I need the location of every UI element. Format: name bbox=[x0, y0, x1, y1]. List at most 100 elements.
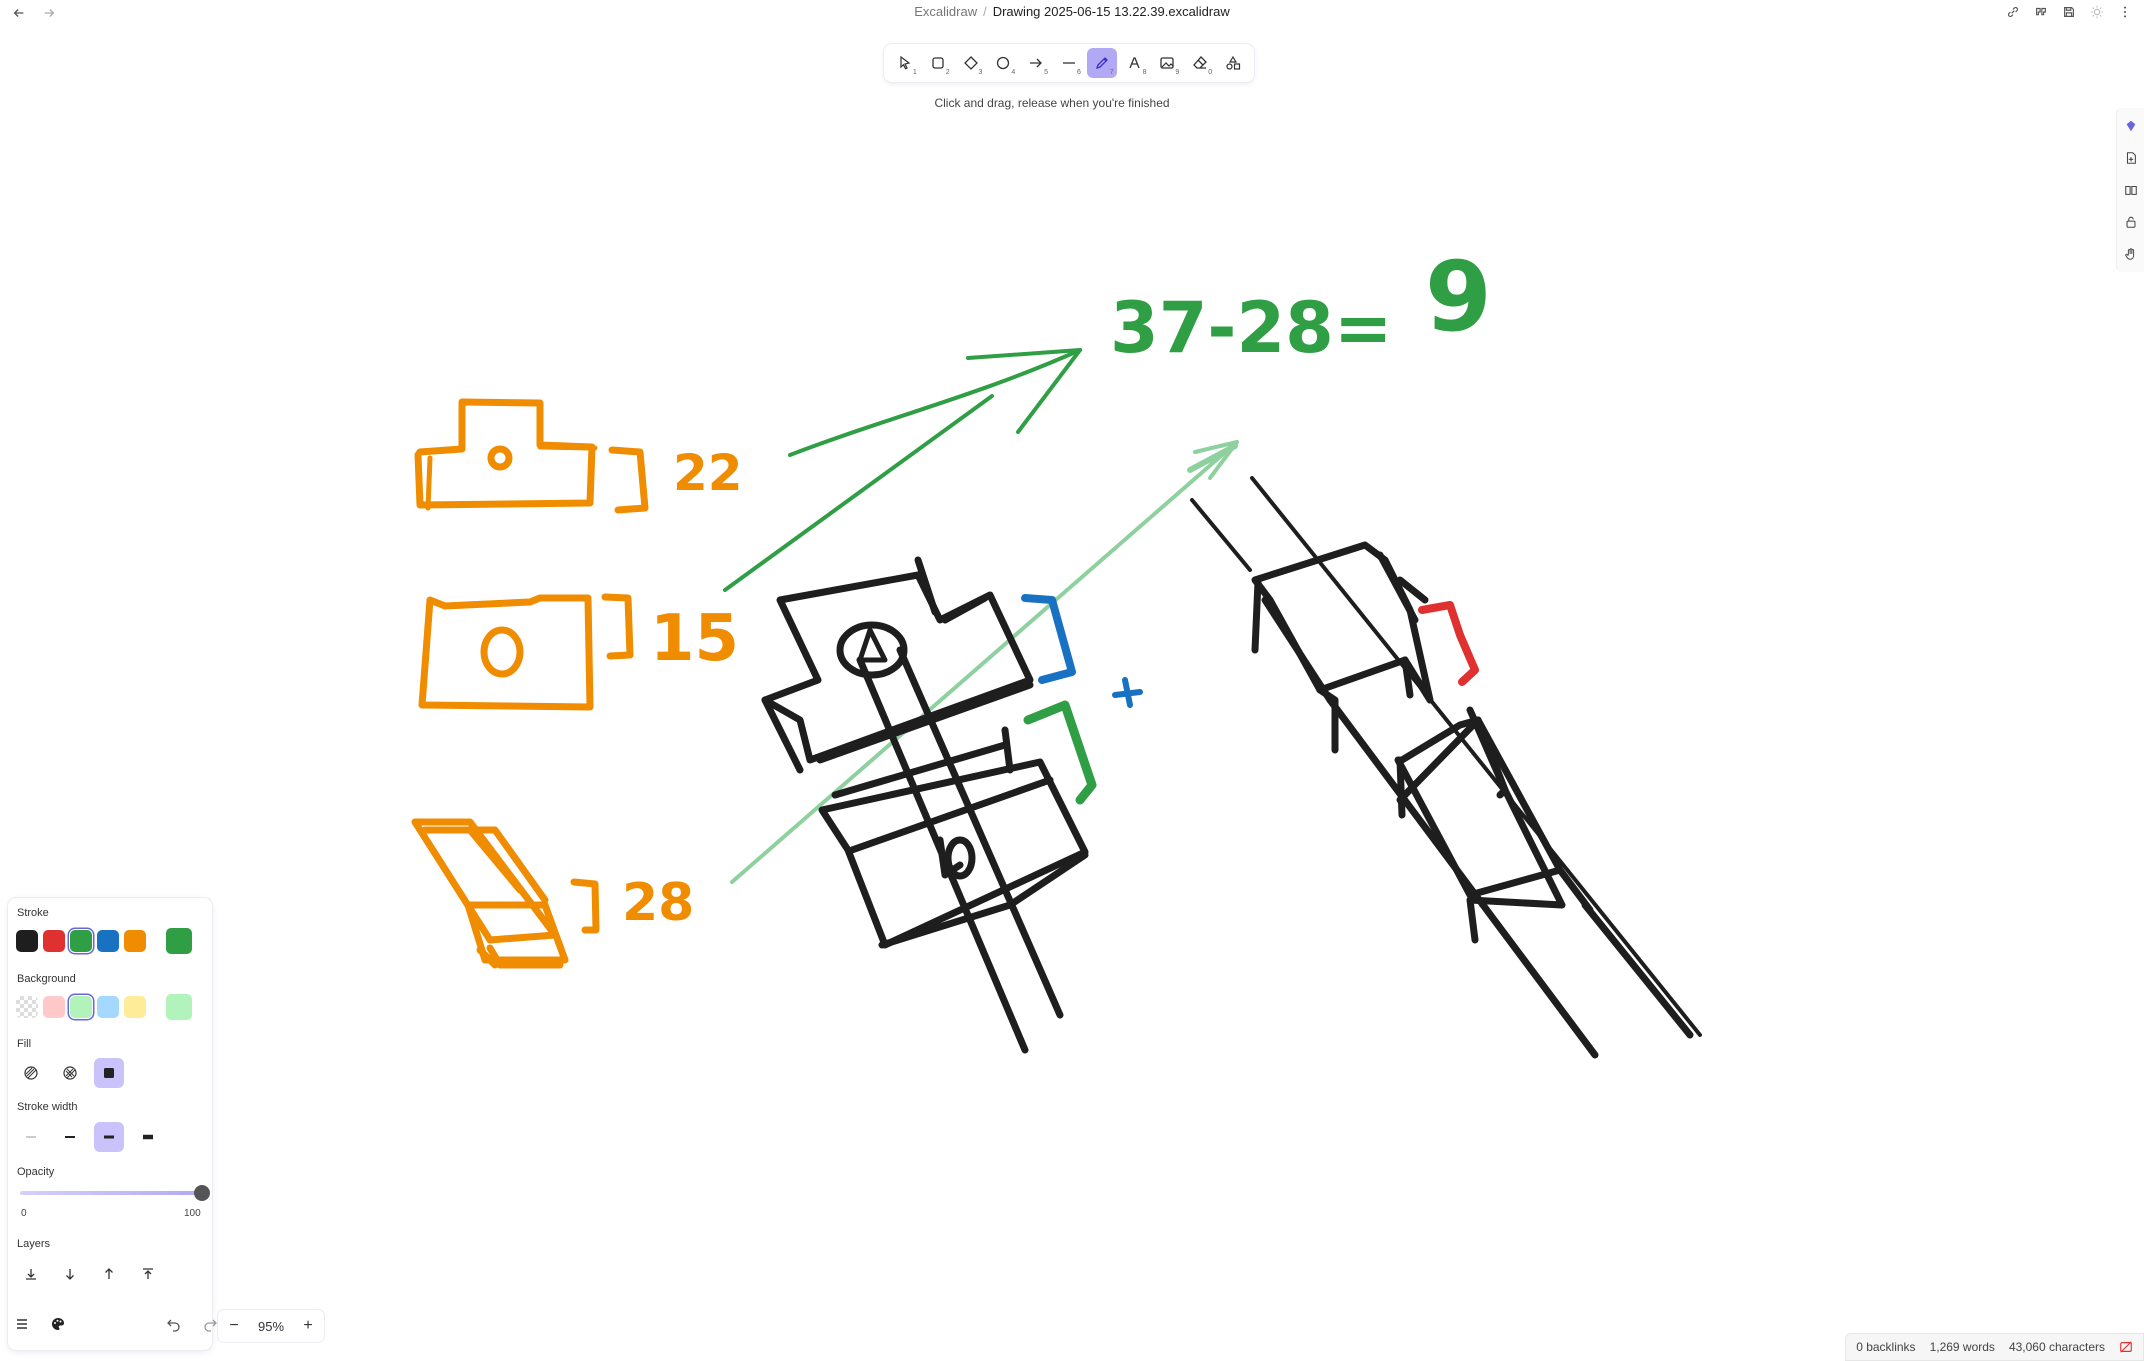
tool-shortcut: 5 bbox=[1044, 69, 1049, 76]
black-perspective-sketch-left bbox=[761, 556, 1089, 1054]
right-sidebar-rail bbox=[2116, 108, 2144, 272]
stroke-current-color[interactable] bbox=[166, 928, 192, 954]
save-button[interactable] bbox=[2060, 3, 2078, 21]
background-swatch-pink[interactable] bbox=[43, 996, 65, 1018]
quote-button[interactable] bbox=[2032, 3, 2050, 21]
save-icon bbox=[2064, 7, 2074, 17]
book-open-icon bbox=[2124, 185, 2137, 195]
new-file-button[interactable] bbox=[2121, 148, 2141, 168]
undo-icon bbox=[167, 1319, 180, 1332]
background-current-color[interactable] bbox=[166, 994, 192, 1020]
forward-button[interactable] bbox=[38, 2, 60, 24]
gem-icon bbox=[2126, 120, 2135, 132]
background-swatch-transparent[interactable] bbox=[16, 996, 38, 1018]
undo-button[interactable] bbox=[160, 1310, 188, 1338]
link-button[interactable] bbox=[2004, 3, 2022, 21]
stroke-width-label: Stroke width bbox=[17, 1101, 78, 1113]
background-swatches bbox=[16, 996, 146, 1018]
bring-forward-button[interactable] bbox=[94, 1259, 124, 1289]
opacity-min: 0 bbox=[21, 1208, 27, 1219]
stroke-swatch-black[interactable] bbox=[16, 930, 38, 952]
breadcrumb-filename[interactable]: Drawing 2025-06-15 13.22.39.excalidraw bbox=[992, 4, 1230, 19]
tool-shortcut: 1 bbox=[912, 69, 917, 76]
zoom-level[interactable]: 95% bbox=[257, 1318, 285, 1334]
tool-eraser[interactable]: 0 bbox=[1185, 48, 1215, 78]
style-panel-button[interactable] bbox=[44, 1310, 72, 1338]
opacity-slider[interactable] bbox=[20, 1185, 210, 1201]
link-icon bbox=[2008, 7, 2018, 17]
orange-slanted-block-28 bbox=[411, 818, 600, 969]
stroke-width-heavy-button[interactable] bbox=[133, 1122, 163, 1152]
fill-hachure-button[interactable] bbox=[16, 1058, 46, 1088]
diamond-icon bbox=[963, 56, 978, 70]
tool-text[interactable]: 8 bbox=[1120, 48, 1150, 78]
theme-toggle-button[interactable] bbox=[2088, 3, 2106, 21]
send-to-back-button[interactable] bbox=[16, 1259, 46, 1289]
reading-mode-button[interactable] bbox=[2121, 180, 2141, 200]
tool-selection[interactable]: 1 bbox=[890, 48, 920, 78]
send-backward-button[interactable] bbox=[55, 1259, 85, 1289]
quote-icon bbox=[2036, 7, 2046, 16]
opacity-slider-handle[interactable] bbox=[194, 1185, 210, 1201]
tool-shortcut: 6 bbox=[1076, 69, 1081, 76]
stroke-swatch-green[interactable] bbox=[70, 930, 92, 952]
main-menu-button[interactable] bbox=[8, 1310, 36, 1338]
stroke-swatch-blue[interactable] bbox=[97, 930, 119, 952]
file-plus-icon bbox=[2126, 152, 2136, 164]
lock-button[interactable] bbox=[2121, 212, 2141, 232]
stroke-width-bold-button[interactable] bbox=[55, 1122, 85, 1152]
background-swatch-yellow[interactable] bbox=[124, 996, 146, 1018]
green-answer: 9 bbox=[1425, 241, 1492, 353]
thin-line-icon bbox=[26, 1136, 36, 1138]
hand-tool-button[interactable] bbox=[2121, 244, 2141, 264]
background-swatch-light-blue[interactable] bbox=[97, 996, 119, 1018]
stroke-width-thin-button[interactable] bbox=[16, 1122, 46, 1152]
status-bar: 0 backlinks 1,269 words 43,060 character… bbox=[1845, 1333, 2144, 1361]
tool-image[interactable]: 9 bbox=[1153, 48, 1183, 78]
hand-icon bbox=[2124, 248, 2134, 260]
stroke-swatch-red[interactable] bbox=[43, 930, 65, 952]
stroke-swatch-orange[interactable] bbox=[124, 930, 146, 952]
breadcrumb-folder[interactable]: Excalidraw bbox=[914, 4, 978, 19]
zoom-out-button[interactable]: − bbox=[229, 1317, 239, 1334]
bring-to-front-button[interactable] bbox=[133, 1259, 163, 1289]
tool-shortcut: 9 bbox=[1175, 69, 1180, 76]
sync-off-icon[interactable] bbox=[2119, 1340, 2133, 1354]
extra-bold-line-icon bbox=[104, 1135, 114, 1139]
stroke-width-options bbox=[16, 1122, 163, 1152]
fill-cross-hatch-button[interactable] bbox=[55, 1058, 85, 1088]
redo-button[interactable] bbox=[196, 1310, 224, 1338]
fill-solid-button[interactable] bbox=[94, 1058, 124, 1088]
blue-plus bbox=[1112, 677, 1143, 708]
orange-label-22: 22 bbox=[673, 444, 743, 502]
document-title: Excalidraw/Drawing 2025-06-15 13.22.39.e… bbox=[0, 4, 2144, 19]
palette-icon bbox=[52, 1318, 65, 1330]
orange-label-15: 15 bbox=[650, 602, 739, 676]
green-bracket bbox=[1023, 700, 1097, 805]
zoom-in-button[interactable]: + bbox=[303, 1317, 313, 1334]
tool-more[interactable] bbox=[1218, 48, 1248, 78]
library-button[interactable] bbox=[2121, 116, 2141, 136]
tool-arrow[interactable]: 5 bbox=[1021, 48, 1051, 78]
black-perspective-sketch-right bbox=[1190, 476, 1702, 1059]
opacity-max: 100 bbox=[184, 1208, 201, 1219]
properties-panel: Stroke Background Fill Stroke width Opac… bbox=[8, 898, 212, 1350]
more-vertical-icon bbox=[2123, 6, 2127, 18]
more-options-button[interactable] bbox=[2116, 3, 2134, 21]
stroke-width-extra-bold-button[interactable] bbox=[94, 1122, 124, 1152]
arrow-down-icon bbox=[66, 1269, 74, 1280]
hachure-icon bbox=[24, 1066, 38, 1080]
word-count: 1,269 words bbox=[1929, 1340, 1995, 1354]
rectangle-icon bbox=[932, 57, 944, 69]
back-button[interactable] bbox=[8, 2, 30, 24]
backlinks-count[interactable]: 0 backlinks bbox=[1856, 1340, 1916, 1354]
tool-ellipse[interactable]: 4 bbox=[988, 48, 1018, 78]
tool-draw[interactable]: 7 bbox=[1086, 48, 1117, 78]
tool-hint: Click and drag, release when you're fini… bbox=[934, 96, 1170, 110]
background-swatch-light-green[interactable] bbox=[70, 996, 92, 1018]
arrow-right-icon bbox=[44, 9, 55, 17]
tool-rectangle[interactable]: 2 bbox=[923, 48, 953, 78]
tool-diamond[interactable]: 3 bbox=[956, 48, 986, 78]
tool-line[interactable]: 6 bbox=[1054, 48, 1084, 78]
